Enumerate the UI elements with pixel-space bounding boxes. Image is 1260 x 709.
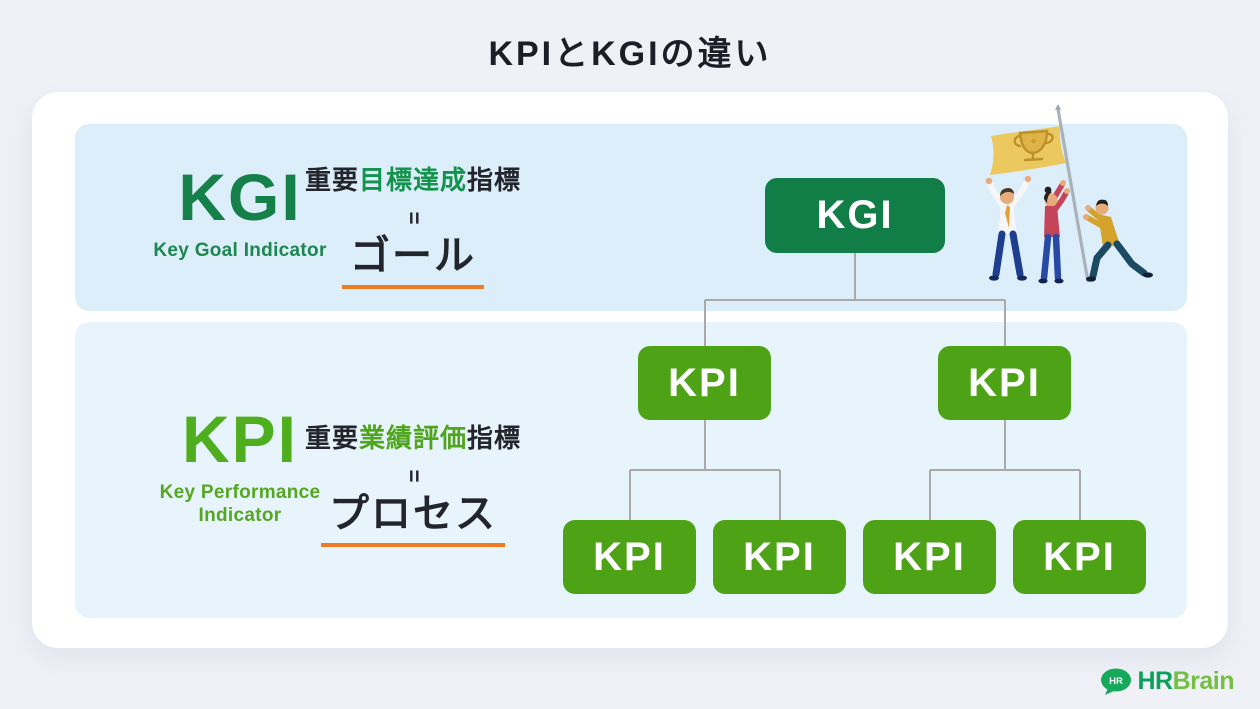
content-card: KGI Key Goal Indicator 重要目標達成指標 = ゴール KP…	[32, 92, 1228, 648]
kgi-def-prefix: 重要	[304, 165, 359, 195]
kgi-def-suffix: 指標	[467, 165, 522, 195]
kpi-meaning: プロセス	[321, 491, 505, 547]
kgi-node: KGI	[765, 178, 945, 253]
kgi-term-block: KGI Key Goal Indicator	[115, 164, 365, 263]
hrbrain-bubble-icon: HR	[1101, 668, 1132, 695]
kgi-definition: 重要目標達成指標 = ゴール	[293, 160, 533, 289]
kgi-abbreviation: KGI	[178, 160, 302, 234]
kpi-node: KPI	[1013, 520, 1146, 594]
kgi-meaning: ゴール	[342, 233, 484, 289]
kgi-def-highlight: 目標達成	[358, 165, 467, 195]
hrbrain-logo: HR HRBrain	[1100, 667, 1235, 696]
kpi-node: KPI	[563, 520, 696, 594]
person-pushing	[1083, 199, 1153, 282]
flagpole	[1055, 104, 1090, 283]
person-reaching	[1038, 180, 1070, 284]
kpi-term-block: KPI Key Performance Indicator	[115, 406, 365, 528]
kgi-equals-row: =	[293, 205, 533, 229]
person-celebrating	[985, 175, 1032, 281]
page-title: KPIとKGIの違い	[488, 35, 772, 73]
kpi-abbreviation: KPI	[181, 402, 299, 476]
kpi-def-suffix: 指標	[467, 423, 522, 453]
hrbrain-wordmark: HRBrain	[1137, 667, 1234, 696]
equals-symbol: =	[400, 469, 426, 483]
kpi-node: KPI	[938, 346, 1071, 420]
kpi-definition-line: 重要業績評価指標	[293, 418, 533, 455]
kpi-node: KPI	[713, 520, 846, 594]
kgi-full-name: Key Goal Indicator	[153, 240, 327, 261]
kpi-node: KPI	[638, 346, 771, 420]
kpi-def-highlight: 業績評価	[358, 423, 467, 453]
kgi-definition-line: 重要目標達成指標	[293, 160, 533, 197]
logo-brain-text: Brain	[1172, 667, 1235, 695]
kpi-def-prefix: 重要	[304, 423, 359, 453]
equals-symbol: =	[400, 211, 426, 225]
svg-text:HR: HR	[1110, 676, 1124, 687]
kpi-definition: 重要業績評価指標 = プロセス	[293, 418, 533, 547]
people-raising-flag-illustration	[952, 96, 1187, 292]
kpi-full-name: Key Performance Indicator	[159, 482, 321, 526]
logo-hr-text: HR	[1137, 667, 1173, 695]
trophy-icon	[1013, 129, 1054, 162]
kpi-node: KPI	[863, 520, 996, 594]
kpi-equals-row: =	[293, 463, 533, 487]
